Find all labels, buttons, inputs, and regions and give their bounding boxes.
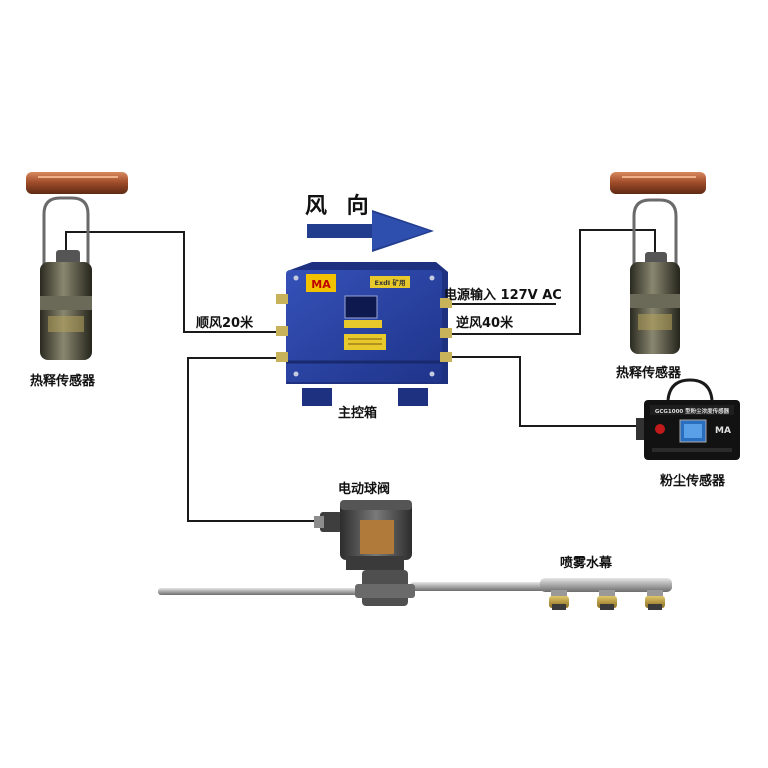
dust-sensor-handle (666, 378, 714, 401)
left-copper-tube (26, 172, 128, 194)
wire-right-sensor (441, 229, 656, 335)
box-ma-text: MA (311, 278, 331, 291)
right-heat-sensor (610, 172, 706, 354)
control-box-label: 主控箱 (338, 406, 378, 421)
dust-sensor: GCG1000 型粉尘浓度传感器 MA (636, 378, 740, 460)
left-sensor-body (40, 262, 92, 360)
left-hanger (42, 196, 90, 268)
left-heat-sensor (26, 172, 128, 360)
dust-status-led (655, 424, 665, 434)
box-plate-text: ExdI 矿用 (375, 278, 406, 287)
control-box: MA ExdI 矿用 (276, 262, 452, 406)
box-name-plate (370, 276, 410, 288)
electric-ball-valve (314, 500, 415, 606)
valve-label: 电动球阀 (338, 482, 391, 497)
upwind-label: 逆风40米 (456, 316, 514, 331)
nozzle-2 (597, 590, 617, 610)
box-ma-plate (306, 274, 336, 292)
left-sensor-label: 热释传感器 (30, 374, 96, 389)
wind-direction-label: 风 向 (305, 194, 375, 219)
wind-arrow-icon (307, 210, 434, 252)
water-curtain-pipe (158, 578, 672, 610)
nozzle-1 (549, 590, 569, 610)
downwind-label: 顺风20米 (196, 316, 254, 331)
wire-left-sensor (65, 231, 286, 333)
dust-ma-text: MA (715, 426, 731, 436)
wire-dust-sensor (441, 356, 640, 427)
pipe-left (158, 588, 362, 595)
water-curtain-label: 喷雾水幕 (560, 556, 613, 571)
right-hanger (632, 198, 678, 268)
box-spec-plate (344, 334, 386, 350)
wire-valve (187, 357, 322, 522)
wiring (65, 229, 656, 522)
box-warning-plate (344, 320, 382, 328)
right-copper-tube (610, 172, 706, 194)
dust-sensor-label: 粉尘传感器 (660, 474, 726, 489)
dust-model-text: GCG1000 型粉尘浓度传感器 (655, 407, 730, 415)
power-input-label: 电源输入 127V AC (444, 288, 562, 303)
control-box-window (344, 295, 378, 319)
nozzle-3 (645, 590, 665, 610)
right-sensor-label: 热释传感器 (616, 366, 682, 381)
